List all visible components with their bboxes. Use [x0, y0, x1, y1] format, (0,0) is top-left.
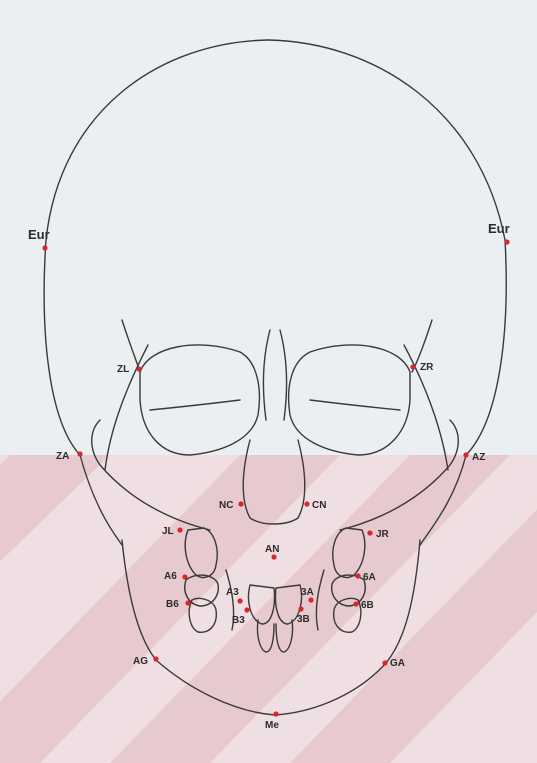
landmark-dot	[273, 711, 278, 716]
landmark-label: B3	[232, 615, 245, 626]
landmark-label: Eur	[488, 221, 510, 236]
landmark-label: B6	[166, 599, 179, 610]
landmark-dot	[136, 366, 141, 371]
landmark-label: AZ	[472, 452, 485, 463]
landmark-label: 3A	[301, 587, 314, 598]
landmark-dot	[271, 554, 276, 559]
landmark-label: 3B	[297, 614, 310, 625]
landmark-label: Eur	[28, 227, 50, 242]
landmark-label: 6B	[361, 600, 374, 611]
landmark-dot	[77, 451, 82, 456]
landmark-dot	[185, 600, 190, 605]
landmark-label: NC	[219, 500, 233, 511]
landmark-label: JR	[376, 529, 390, 540]
landmark-label: ZL	[117, 364, 129, 375]
landmark-dot	[244, 607, 249, 612]
landmark-label: GA	[390, 658, 405, 669]
landmark-dot	[410, 364, 415, 369]
landmark-label: AN	[265, 544, 279, 555]
watermark-band	[0, 455, 537, 763]
landmark-dot	[463, 452, 468, 457]
landmark-dot	[367, 530, 372, 535]
landmark-dot	[182, 574, 187, 579]
landmark-dot	[504, 239, 509, 244]
landmark-dot	[153, 656, 158, 661]
landmark-dot	[353, 601, 358, 606]
landmark-dot	[298, 606, 303, 611]
landmark-dot	[42, 245, 47, 250]
landmark-dot	[355, 573, 360, 578]
landmark-dot	[177, 527, 182, 532]
landmark-dot	[304, 501, 309, 506]
landmark-label: CN	[312, 500, 326, 511]
landmark-label: AG	[133, 656, 148, 667]
landmark-dot	[308, 597, 313, 602]
landmark-label: ZR	[420, 362, 434, 373]
landmark-dot	[238, 501, 243, 506]
landmark-label: Me	[265, 720, 279, 731]
landmark-label: A3	[226, 587, 239, 598]
landmark-dot	[382, 660, 387, 665]
landmark-dot	[237, 598, 242, 603]
landmark-label: JL	[162, 526, 174, 537]
landmark-label: A6	[164, 571, 177, 582]
landmark-label: ZA	[56, 451, 69, 462]
landmark-label: 6A	[363, 572, 376, 583]
